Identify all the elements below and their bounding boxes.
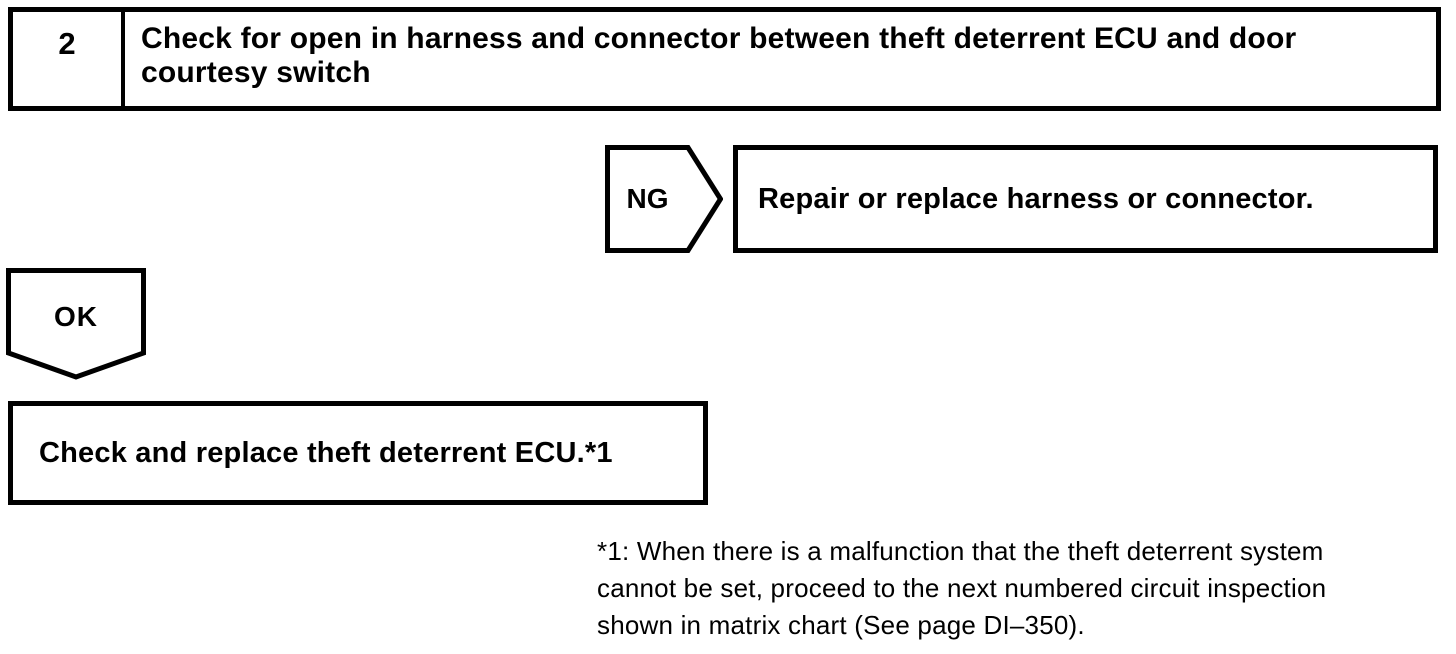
ng-branch-pentagon: NG xyxy=(605,145,723,253)
footnote: *1: When there is a malfunction that the… xyxy=(597,533,1456,644)
footnote-line-3: shown in matrix chart (See page DI–350). xyxy=(597,610,1085,640)
ng-pentagon-arrow-icon xyxy=(605,145,723,253)
ng-action-box: Repair or replace harness or connector. xyxy=(733,145,1438,253)
footnote-line-1: *1: When there is a malfunction that the… xyxy=(597,536,1324,566)
ok-pentagon-arrow-icon xyxy=(6,268,146,380)
ok-branch-pentagon: OK xyxy=(6,268,146,380)
step-number: 2 xyxy=(13,12,125,106)
step-header-box: 2 Check for open in harness and connecto… xyxy=(8,7,1441,111)
ok-result-box: Check and replace theft deterrent ECU.*1 xyxy=(8,401,708,505)
step-title: Check for open in harness and connector … xyxy=(141,22,1297,89)
ng-label: NG xyxy=(626,183,669,214)
ok-label: OK xyxy=(54,301,98,332)
footnote-line-2: cannot be set, proceed to the next numbe… xyxy=(597,573,1327,603)
